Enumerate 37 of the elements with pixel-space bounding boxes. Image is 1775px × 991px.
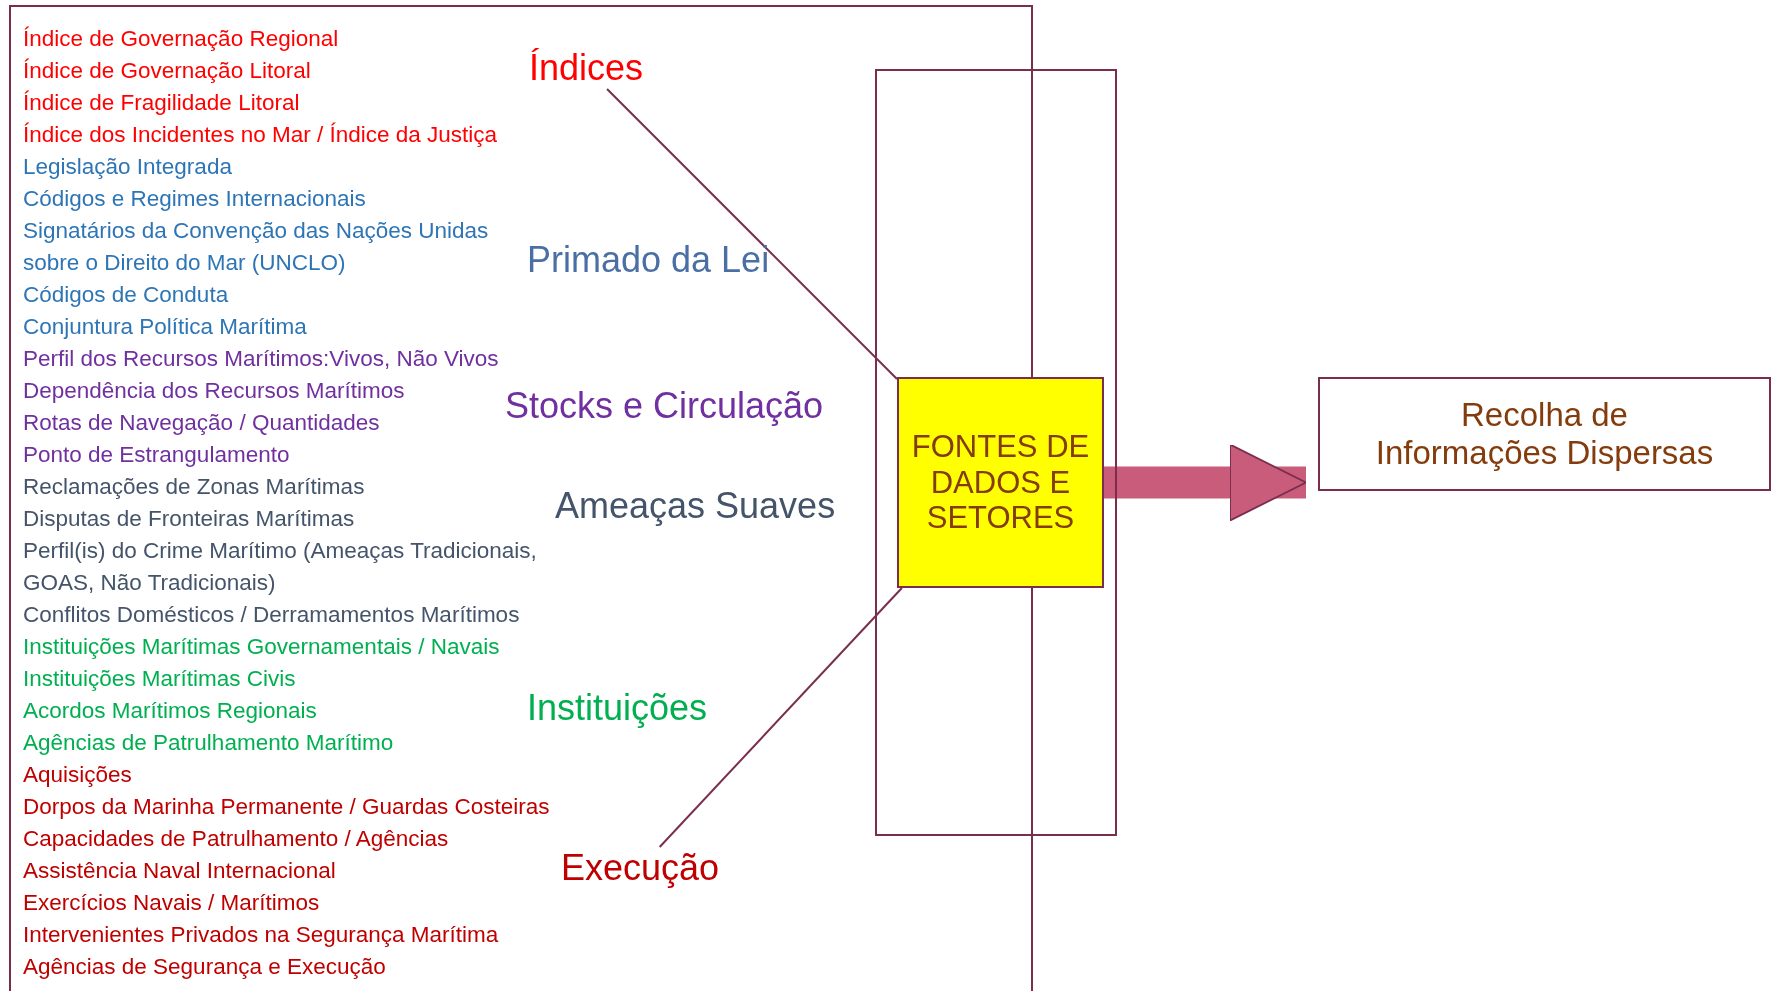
list-item: Intervenientes Privados na Segurança Marítima xyxy=(23,921,500,949)
list-item: Conjuntura Política Marítima xyxy=(23,313,308,341)
list-item: Aquisições xyxy=(23,761,133,789)
box-label: FONTES DE DADOS E SETORES xyxy=(910,429,1091,536)
list-item: Ponto de Estrangulamento xyxy=(23,441,291,469)
list-item: Índice de Fragilidade Litoral xyxy=(23,89,301,117)
list-item: Instituições Marítimas Governamentais / Navais xyxy=(23,633,501,661)
block-arrow xyxy=(1104,443,1307,522)
list-item: Rotas de Navegação / Quantidades xyxy=(23,409,381,437)
list-item: Instituições Marítimas Civis xyxy=(23,665,297,693)
list-item: Códigos de Conduta xyxy=(23,281,230,309)
list-item: Conflitos Domésticos / Derramamentos Marítimos xyxy=(23,601,521,629)
category-heading: Stocks e Circulação xyxy=(505,385,824,427)
list-item: Signatários da Convenção das Nações Unidas sobre o Direito do Mar (UNCLO) xyxy=(23,217,490,277)
list-item: Índice de Governação Regional xyxy=(23,25,340,53)
list-item: Agências de Patrulhamento Marítimo xyxy=(23,729,395,757)
list-item: Códigos e Regimes Internacionais xyxy=(23,185,367,213)
list-item: Índice dos Incidentes no Mar / Índice da Justiça xyxy=(23,121,499,149)
list-item: Agências de Segurança e Execução xyxy=(23,953,387,981)
box-label: Recolha de Informações Dispersas xyxy=(1374,396,1715,472)
list-item: Capacidades de Patrulhamento / Agências xyxy=(23,825,450,853)
list-item: Exercícios Navais / Marítimos xyxy=(23,889,321,917)
category-heading: Instituições xyxy=(527,687,708,729)
category-heading: Primado da Lei xyxy=(527,239,770,281)
category-heading: Índices xyxy=(529,47,644,89)
outline-box xyxy=(875,69,1117,836)
list-item: Perfil dos Recursos Marítimos:Vivos, Não Vivos xyxy=(23,345,500,373)
source-box xyxy=(897,377,1104,588)
connector-line xyxy=(658,587,903,848)
list-item: Dorpos da Marinha Permanente / Guardas Costeiras xyxy=(23,793,551,821)
list-item: Reclamações de Zonas Marítimas xyxy=(23,473,366,501)
result-box xyxy=(1318,377,1771,491)
category-heading: Ameaças Suaves xyxy=(555,485,836,527)
connector-line xyxy=(606,88,898,380)
category-heading: Execução xyxy=(561,847,720,889)
list-item: Legislação Integrada xyxy=(23,153,233,181)
list-item: Perfil(is) do Crime Marítimo (Ameaças Tradicionais, GOAS, Não Tradicionais) xyxy=(23,537,538,597)
